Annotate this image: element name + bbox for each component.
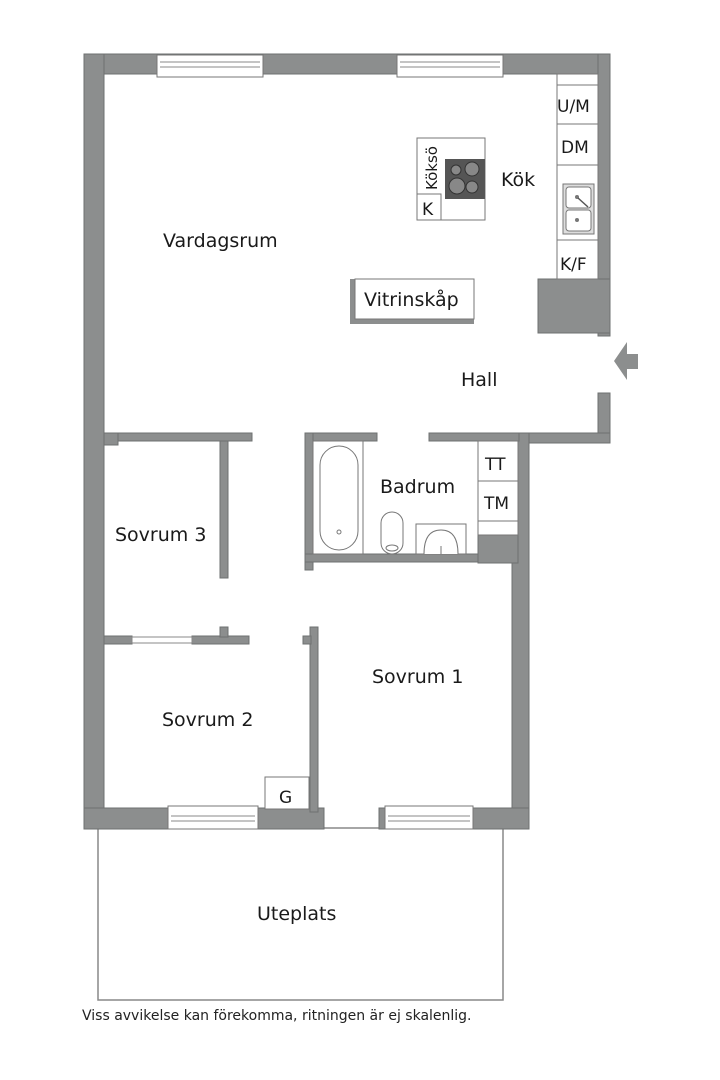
fixture-label-tt: TT xyxy=(484,455,506,475)
window xyxy=(396,54,504,78)
fixture-label-vitrinskap: Vitrinskåp xyxy=(364,288,459,311)
room-label-sovrum2: Sovrum 2 xyxy=(162,709,253,731)
disclaimer-footnote: Viss avvikelse kan förekomma, ritningen … xyxy=(82,1008,472,1024)
bathroom-cabinets xyxy=(477,440,519,536)
entrance-arrow-icon xyxy=(614,342,638,380)
toilet-icon xyxy=(380,511,404,555)
fixture-label-kokso: Köksö xyxy=(423,146,441,190)
room-label-vardagsrum: Vardagsrum xyxy=(163,230,278,252)
fixture-label-dm: DM xyxy=(561,138,589,158)
kitchen-counter xyxy=(556,73,599,280)
wardrobe-box xyxy=(264,776,310,810)
display-cabinet xyxy=(350,278,475,324)
room-label-hall: Hall xyxy=(461,369,498,391)
washbasin-icon xyxy=(415,523,467,555)
sink-icon xyxy=(562,183,595,235)
fixture-label-um: U/M xyxy=(557,97,590,117)
room-label-sovrum1: Sovrum 1 xyxy=(372,666,463,688)
bathtub-icon xyxy=(312,440,364,555)
window xyxy=(384,805,474,830)
fixture-label-k: K xyxy=(422,200,434,220)
room-label-sovrum3: Sovrum 3 xyxy=(115,524,206,546)
fixture-label-g: G xyxy=(279,788,292,808)
room-label-badrum: Badrum xyxy=(380,476,455,498)
stove-icon xyxy=(445,159,485,199)
room-label-kok: Kök xyxy=(501,169,535,191)
fixture-label-kf: K/F xyxy=(560,255,587,275)
window xyxy=(167,805,259,830)
sliding-door xyxy=(131,636,193,644)
room-label-uteplats: Uteplats xyxy=(257,903,336,925)
fixture-label-tm: TM xyxy=(483,494,509,514)
window xyxy=(156,54,264,78)
